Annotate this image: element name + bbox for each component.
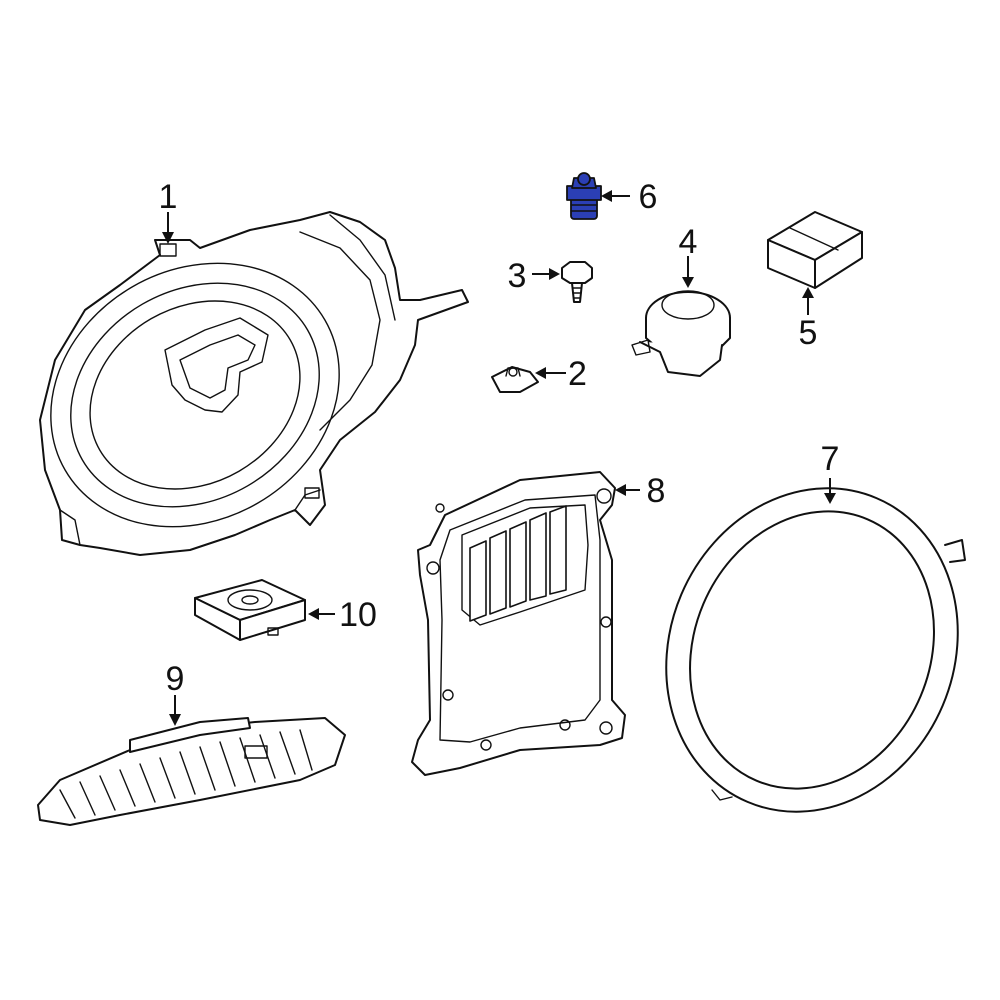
arrowhead-1	[162, 232, 174, 244]
part-9-led-heatsink[interactable]	[37, 717, 346, 826]
callout-1: 1	[159, 178, 178, 216]
part-6-highlighted-cap[interactable]	[566, 172, 602, 220]
part-10-cooling-fan[interactable]	[194, 579, 306, 641]
callout-9: 9	[166, 660, 185, 698]
callout-10: 10	[339, 596, 377, 634]
callout-8: 8	[647, 472, 666, 510]
part-5-box-module[interactable]	[767, 211, 863, 289]
part-4-adjuster-motor[interactable]	[631, 290, 731, 377]
arrowhead-4	[682, 277, 694, 288]
part-2-clip-nut[interactable]	[491, 366, 539, 393]
arrowhead-5	[802, 287, 814, 298]
arrowhead-10	[308, 608, 319, 620]
callout-6: 6	[639, 178, 658, 216]
callout-7: 7	[821, 440, 840, 478]
arrowhead-9	[169, 714, 181, 726]
part-1-headlamp-assembly[interactable]	[3, 211, 469, 579]
arrowhead-6	[601, 190, 612, 202]
arrowhead-3	[549, 268, 560, 280]
callout-5: 5	[799, 314, 818, 352]
callout-leaders	[162, 190, 836, 726]
callout-labels: 1 2 3 4 5 6 7 8 9 10	[159, 178, 840, 698]
arrowhead-8	[615, 484, 626, 496]
arrowhead-2	[535, 367, 546, 379]
callout-4: 4	[679, 223, 698, 261]
callout-2: 2	[568, 355, 587, 393]
part-3-bolt[interactable]	[561, 261, 593, 303]
part-8-control-module[interactable]	[411, 471, 626, 776]
part-7-gasket-ring[interactable]	[617, 443, 1000, 858]
arrowhead-7	[824, 493, 836, 504]
callout-3: 3	[508, 257, 527, 295]
